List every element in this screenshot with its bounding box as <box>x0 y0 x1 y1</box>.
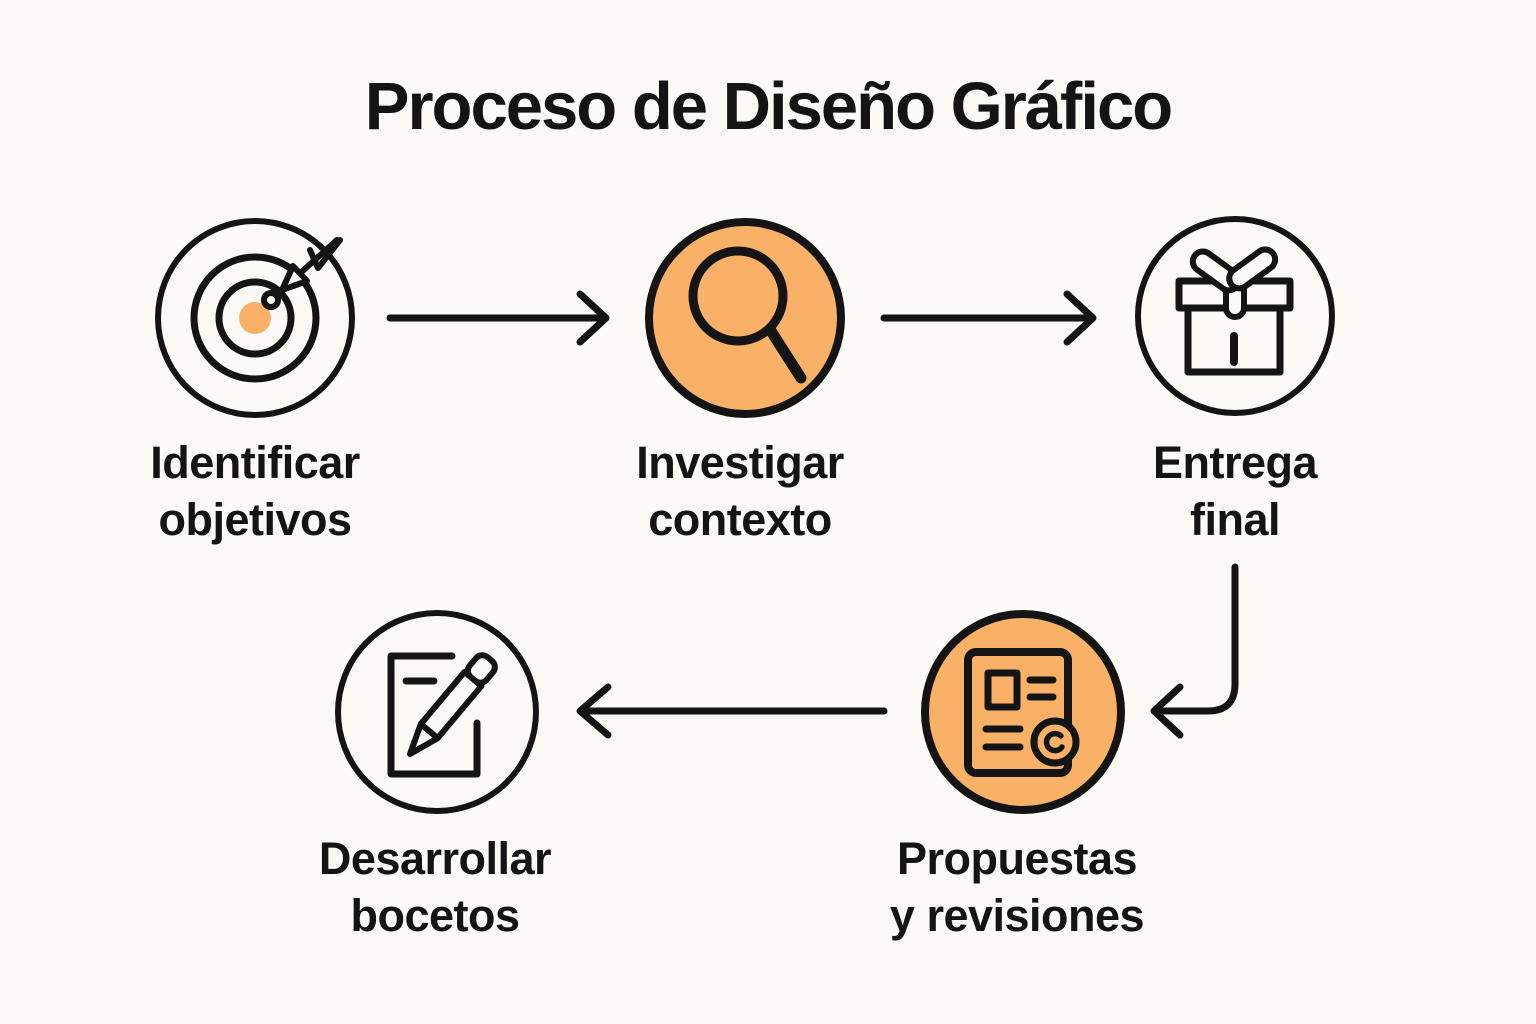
arrow-investigar-to-entrega <box>880 290 1097 346</box>
step-label-line: Desarrollar <box>318 833 552 884</box>
step-label-line: Investigar <box>636 437 844 488</box>
pencil-icon <box>407 652 498 757</box>
step-label-investigar-contexto: Investigar contexto <box>636 434 844 548</box>
step-label-line: final <box>1189 494 1281 545</box>
step-label-line: y revisiones <box>889 890 1145 941</box>
page-title: Proceso de Diseño Gráfico <box>364 69 1173 144</box>
step-label-line: contexto <box>648 494 832 545</box>
step-label-line: Identificar <box>150 437 360 488</box>
gift-icon <box>1135 216 1335 416</box>
page-pencil-icon <box>335 610 539 814</box>
arrow-identificar-to-investigar <box>386 290 610 346</box>
refresh-badge-icon <box>1030 717 1080 767</box>
step-label-identificar-objetivos: Identificar objetivos <box>150 434 360 548</box>
step-label-propuestas-y-revisiones: Propuestas y revisiones <box>889 830 1145 944</box>
step-label-line: Propuestas <box>896 833 1138 884</box>
arrow-propuestas-to-desarrollar <box>576 683 888 739</box>
document-revision-icon <box>921 610 1125 814</box>
step-label-line: objetivos <box>158 494 352 545</box>
step-label-line: Entrega <box>1152 437 1318 488</box>
step-label-desarrollar-bocetos: Desarrollar bocetos <box>318 830 552 944</box>
step-label-line: bocetos <box>350 890 520 941</box>
magnifier-icon <box>645 218 845 418</box>
flow-arrows <box>386 290 1239 739</box>
target-dart-icon <box>155 218 355 418</box>
arrow-entrega-to-propuestas <box>1150 563 1239 739</box>
step-label-entrega-final: Entrega final <box>1152 434 1318 548</box>
